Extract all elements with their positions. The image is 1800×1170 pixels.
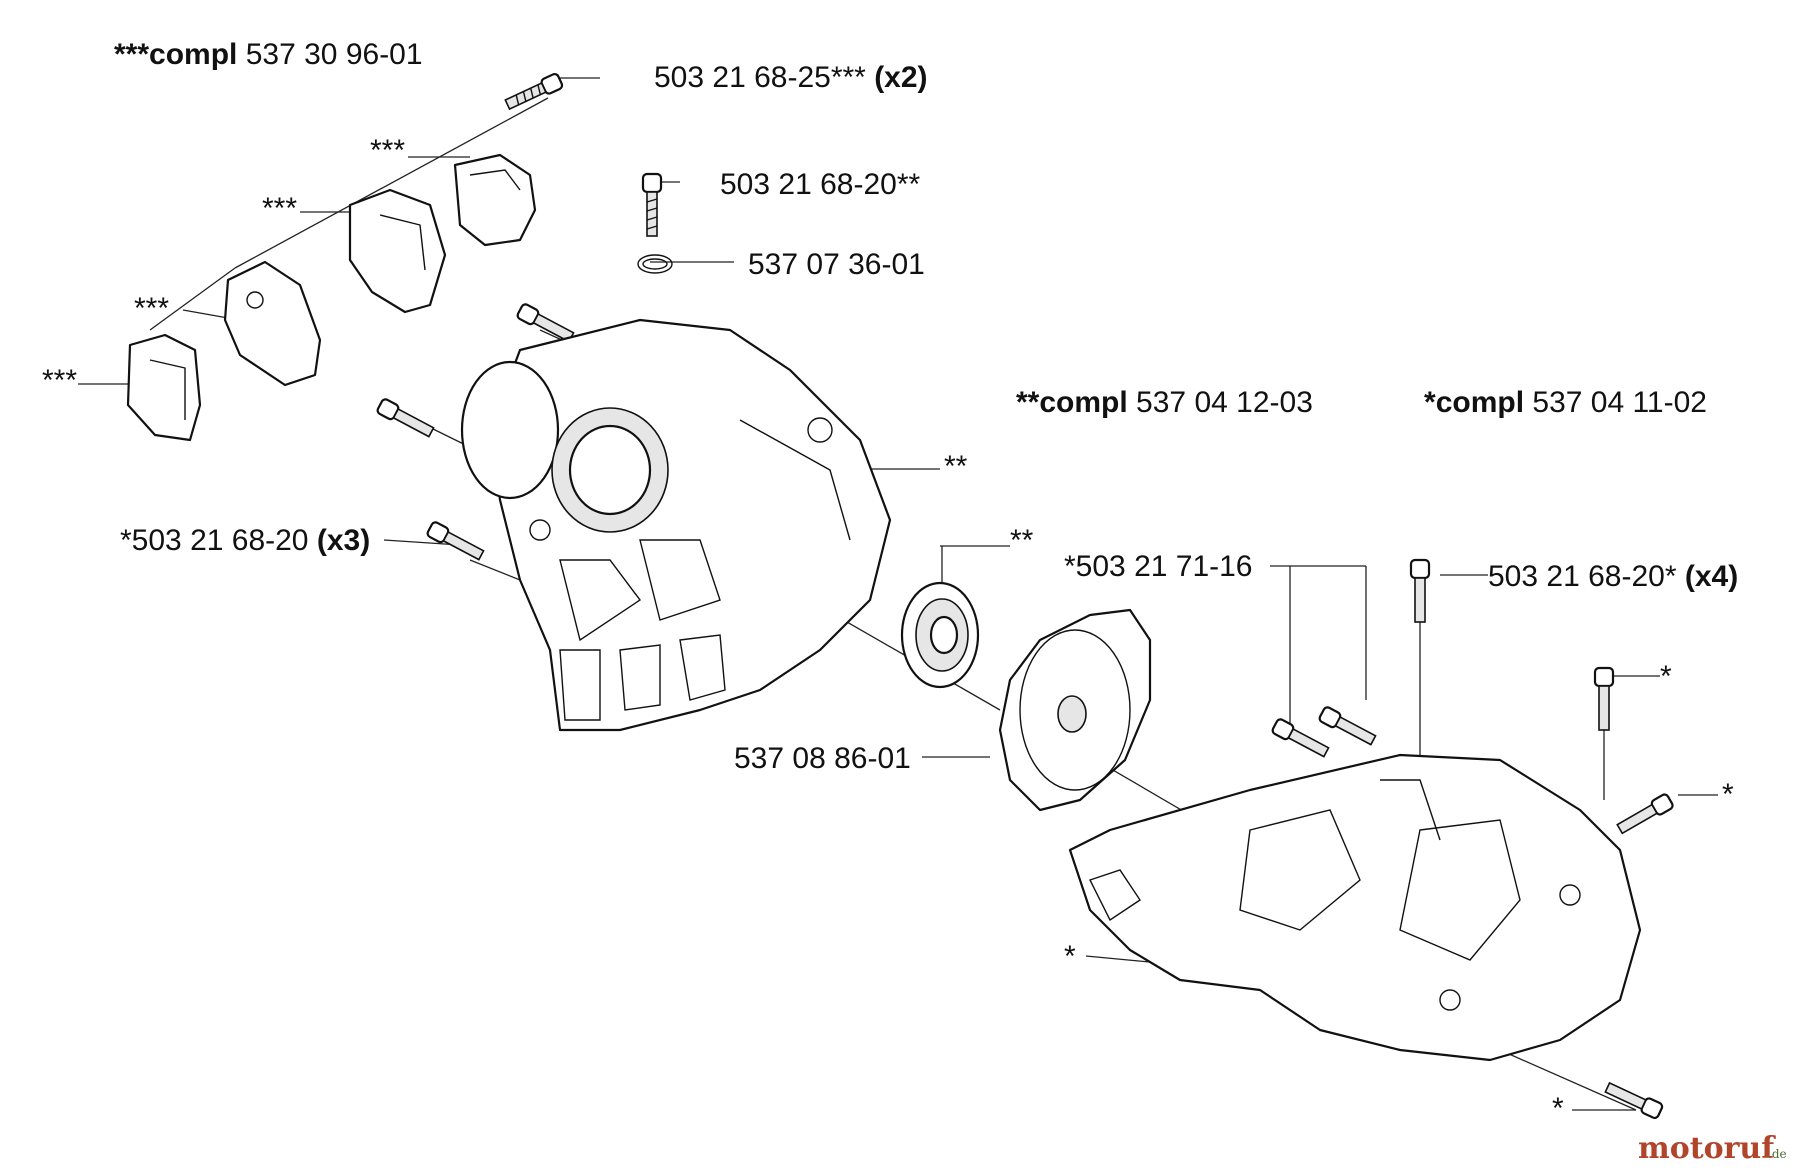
screw-right-pair-b [1318,706,1377,746]
ref-triple-2: *** [262,192,297,225]
bearing [900,581,980,689]
screw-right-vertical-b [1593,666,1615,731]
screw-case-b [376,398,435,438]
clamp-part-4 [126,333,202,442]
crankcase-left-half [460,318,892,732]
ref-single-screw-b: * [1722,778,1734,811]
crankcase-right-half [1068,753,1642,1062]
label-screw-pair: *503 21 71-16 [1064,550,1253,583]
ref-triple-4: *** [42,364,77,397]
clamp-part-3 [223,260,322,387]
clamp-part-2 [348,188,447,314]
watermark-logo: motoruf .de [1638,1131,1787,1166]
ref-triple-1: *** [370,134,405,167]
ref-triple-3: *** [134,292,169,325]
pulley-cover [998,608,1152,812]
screw-right-side [1616,793,1674,835]
label-screw-right: 503 21 68-20* (x4) [1488,560,1738,593]
ref-single-screw-a: * [1660,660,1672,693]
label-screw-left: *503 21 68-20 (x3) [120,524,370,557]
screw-right-vertical [1409,558,1431,623]
ref-single-screw-c: * [1552,1092,1564,1125]
label-screw-mid: 503 21 68-20** [720,168,920,201]
label-compl-top: ***compl 537 30 96-01 [114,38,423,71]
screw-top [504,72,564,111]
ref-double-case: ** [944,450,968,483]
ref-double-bearing: ** [1010,524,1034,557]
label-screw-top: 503 21 68-25*** (x2) [654,61,928,94]
label-compl-mid: **compl 537 04 12-03 [1016,386,1313,419]
snap-ring [637,254,673,274]
ref-single-case: * [1064,940,1076,973]
screw-right-pair-a [1271,718,1330,758]
watermark-text: motoruf [1638,1131,1776,1166]
clamp-part-1 [453,153,537,247]
screw-case-a [516,303,575,343]
label-ring: 537 07 36-01 [748,248,925,281]
screw-mid [641,172,663,237]
screw-case-c [426,521,485,561]
screw-bottom [1604,1081,1664,1120]
label-pulley: 537 08 86-01 [734,742,911,775]
label-compl-right: *compl 537 04 11-02 [1424,386,1707,419]
watermark-tld: .de [1768,1147,1787,1161]
part-labels: ***compl 537 30 96-01 503 21 68-25*** (x… [42,38,1738,1125]
